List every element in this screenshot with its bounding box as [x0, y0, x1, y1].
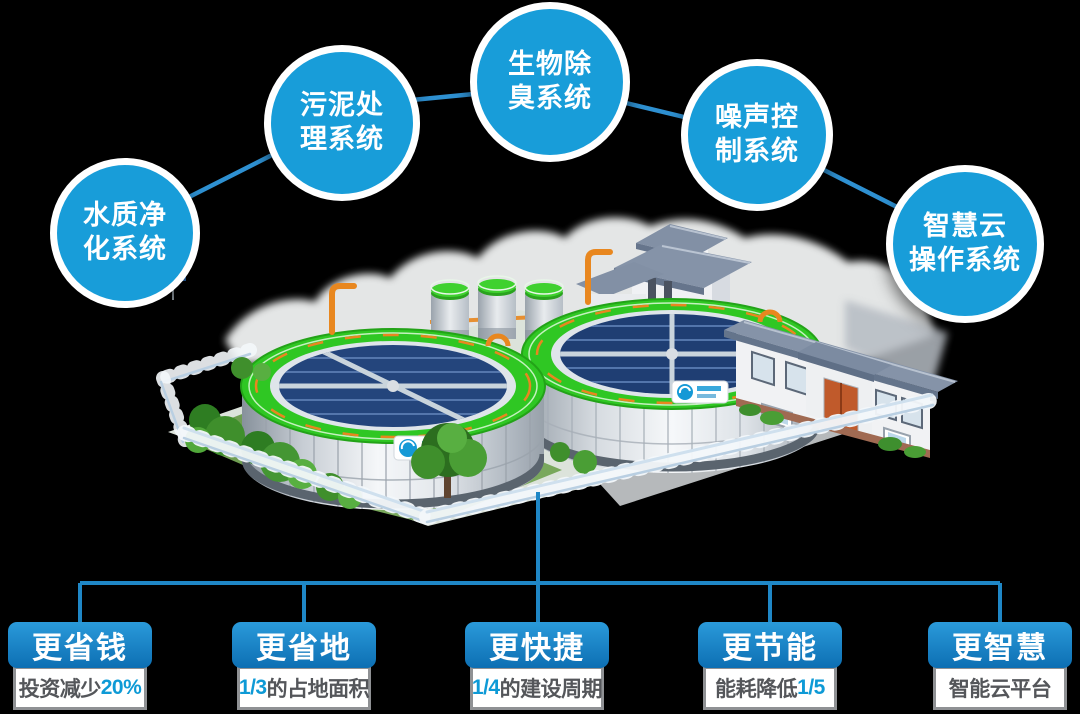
system-bubble-label: 生物除臭系统: [508, 49, 592, 113]
system-bubble-sludge-treatment: 污泥处理系统: [264, 45, 420, 201]
fence-front: [177, 392, 941, 525]
system-bubble-smart-cloud-os: 智慧云操作系统: [886, 165, 1044, 323]
benefit-desc: 智能云平台: [933, 666, 1067, 710]
system-bubble-label: 智慧云操作系统: [909, 211, 1021, 275]
benefit-title: 更节能: [698, 622, 842, 668]
system-bubble-label: 噪声控制系统: [715, 102, 799, 166]
benefit-title: 更智慧: [928, 622, 1072, 668]
system-bubble-noise-control: 噪声控制系统: [681, 59, 833, 211]
system-bubble-bio-deodorization: 生物除臭系统: [470, 2, 630, 162]
system-bubble-label: 污泥处理系统: [300, 90, 384, 154]
brand-logo-right: [671, 380, 729, 404]
benefit-connector-tree: [78, 492, 1002, 622]
benefit-title: 更省钱: [8, 622, 152, 668]
bubble-connector-lines: [188, 91, 900, 210]
system-bubble-water-purification: 水质净化系统: [50, 158, 200, 308]
benefit-title: 更快捷: [465, 622, 609, 668]
benefit-card-smarter: 更智慧 智能云平台: [928, 622, 1072, 710]
system-bubble-label: 水质净化系统: [83, 200, 167, 264]
benefit-title: 更省地: [232, 622, 376, 668]
